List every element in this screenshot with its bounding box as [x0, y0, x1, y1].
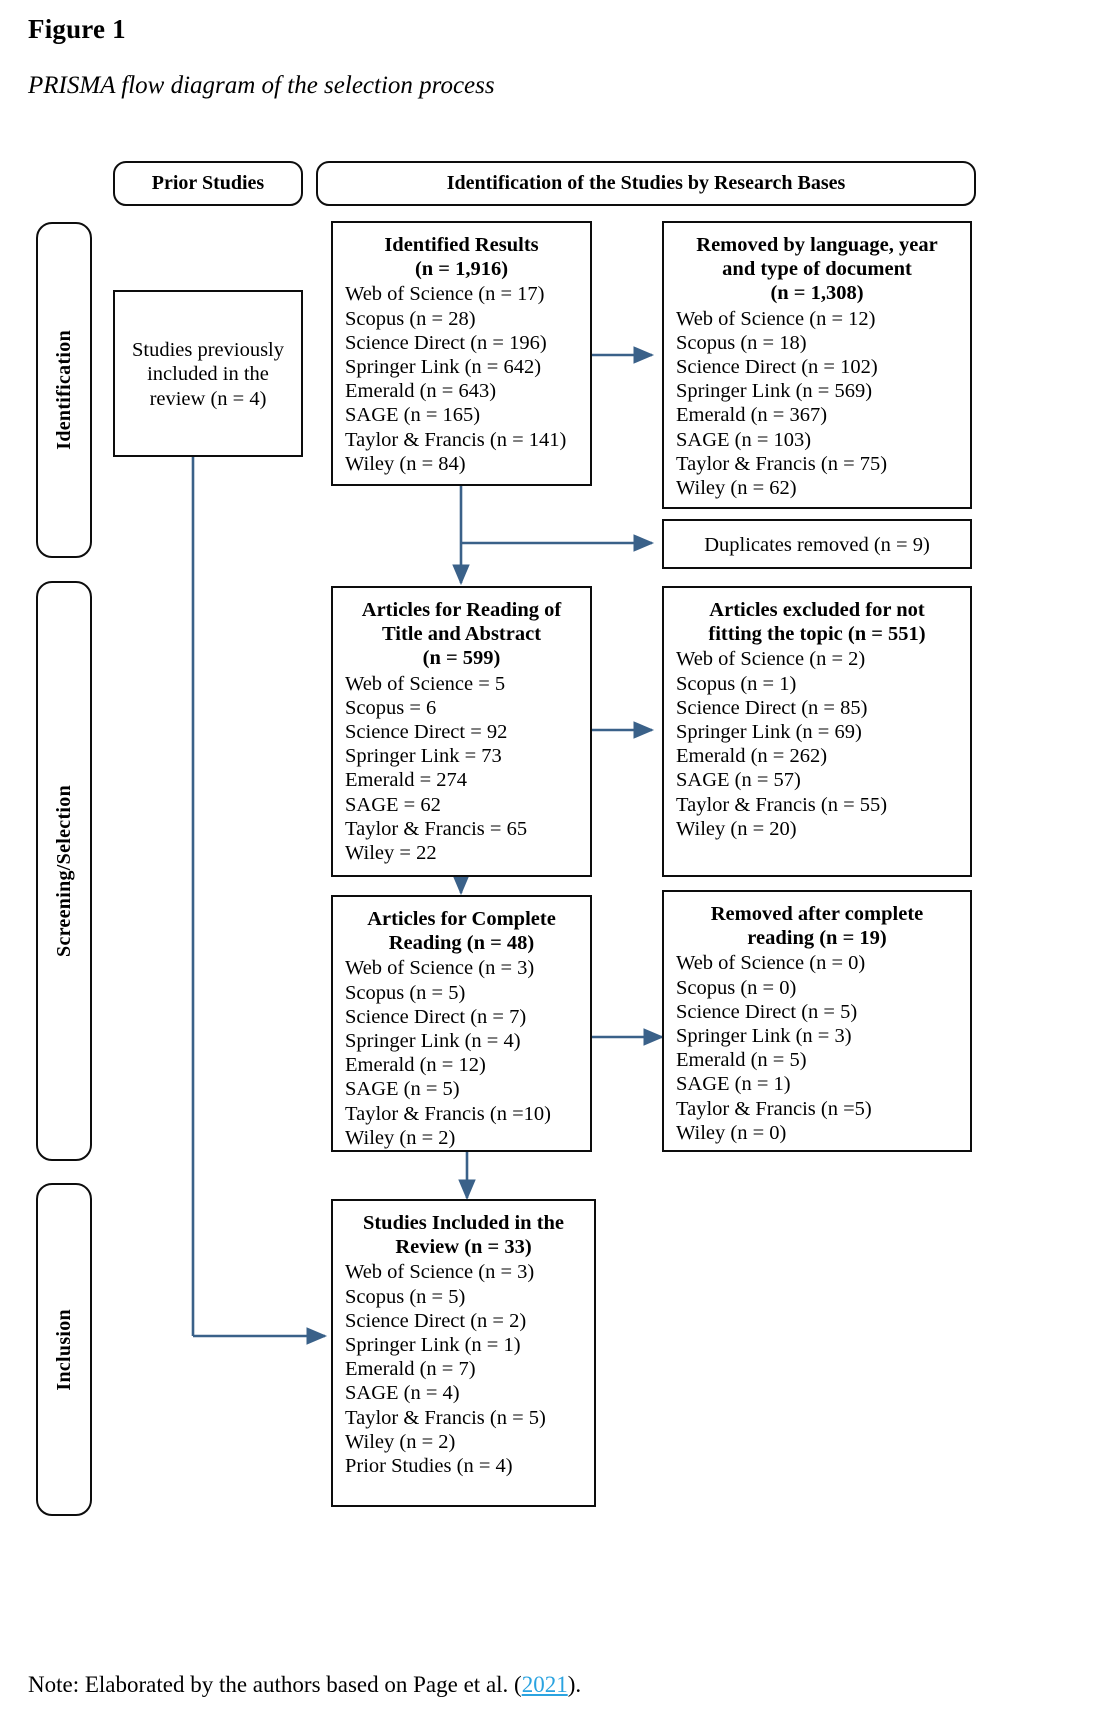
stage-inclusion-label: Inclusion	[52, 1308, 75, 1391]
stage-screening: Screening/Selection	[36, 581, 92, 1161]
list-item: Scopus = 6	[345, 696, 437, 719]
box-excluded-topic-title: Articles excluded for not fitting the to…	[708, 599, 926, 646]
list-item: Springer Link (n = 1)	[345, 1333, 521, 1356]
list-item: Prior Studies (n = 4)	[345, 1454, 513, 1477]
list-item: Taylor & Francis (n = 75)	[676, 452, 888, 475]
list-item: Scopus (n = 28)	[345, 307, 476, 330]
box-removed-language-list: Web of Science (n = 12) Scopus (n = 18) …	[676, 307, 958, 501]
list-item: Emerald = 274	[345, 769, 467, 792]
list-item: Taylor & Francis (n = 5)	[345, 1406, 546, 1429]
list-item: Wiley = 22	[345, 841, 437, 864]
stage-screening-label: Screening/Selection	[52, 785, 75, 957]
header-prior-studies-label: Prior Studies	[151, 172, 265, 194]
list-item: SAGE = 62	[345, 793, 441, 816]
box-removed-after-reading-title: Removed after complete reading (n = 19)	[710, 903, 924, 950]
list-item: Science Direct (n = 5)	[676, 1000, 858, 1023]
list-item: Web of Science (n = 0)	[676, 952, 866, 975]
list-item: Wiley (n = 2)	[345, 1126, 456, 1149]
box-articles-title-abstract-list: Web of Science = 5 Scopus = 6 Science Di…	[345, 672, 578, 866]
list-item: Scopus (n = 1)	[676, 672, 797, 695]
box-studies-included-list: Web of Science (n = 3) Scopus (n = 5) Sc…	[345, 1260, 582, 1478]
header-prior-studies: Prior Studies	[113, 161, 303, 206]
box-complete-reading-list: Web of Science (n = 3) Scopus (n = 5) Sc…	[345, 956, 578, 1150]
list-item: Springer Link (n = 569)	[676, 380, 873, 403]
list-item: Wiley (n = 20)	[676, 817, 797, 840]
list-item: Science Direct = 92	[345, 720, 508, 743]
list-item: Web of Science (n = 2)	[676, 648, 866, 671]
list-item: Web of Science (n = 3)	[345, 957, 535, 980]
figure-note-link[interactable]: 2021	[521, 1672, 568, 1697]
list-item: Taylor & Francis (n = 55)	[676, 793, 888, 816]
list-item: Scopus (n = 5)	[345, 981, 466, 1004]
list-item: Scopus (n = 5)	[345, 1285, 466, 1308]
figure-note-prefix: Note: Elaborated by the authors based on…	[28, 1672, 522, 1697]
box-duplicates-removed: Duplicates removed (n = 9)	[662, 519, 972, 569]
list-item: Emerald (n = 643)	[345, 380, 497, 403]
box-excluded-topic-list: Web of Science (n = 2) Scopus (n = 1) Sc…	[676, 647, 958, 841]
list-item: Science Direct (n = 102)	[676, 355, 878, 378]
list-item: SAGE (n = 103)	[676, 428, 812, 451]
list-item: Taylor & Francis = 65	[345, 817, 528, 840]
figure-note: Note: Elaborated by the authors based on…	[28, 1672, 581, 1698]
box-identified-results-list: Web of Science (n = 17) Scopus (n = 28) …	[345, 282, 578, 476]
list-item: Emerald (n = 5)	[676, 1049, 807, 1072]
list-item: Science Direct (n = 2)	[345, 1309, 527, 1332]
list-item: Web of Science (n = 12)	[676, 307, 876, 330]
header-identification-bases-label: Identification of the Studies by Researc…	[446, 172, 846, 194]
box-removed-language: Removed by language, year and type of do…	[662, 221, 972, 509]
box-removed-language-title: Removed by language, year and type of do…	[696, 234, 938, 305]
box-complete-reading-title: Articles for Complete Reading (n = 48)	[367, 908, 556, 955]
list-item: Scopus (n = 18)	[676, 331, 807, 354]
list-item: Emerald (n = 7)	[345, 1358, 476, 1381]
list-item: SAGE (n = 4)	[345, 1382, 460, 1405]
box-removed-after-reading: Removed after complete reading (n = 19) …	[662, 890, 972, 1152]
list-item: Science Direct (n = 196)	[345, 331, 547, 354]
list-item: Wiley (n = 0)	[676, 1121, 787, 1144]
list-item: Taylor & Francis (n =10)	[345, 1102, 551, 1125]
box-complete-reading: Articles for Complete Reading (n = 48) W…	[331, 895, 592, 1152]
list-item: SAGE (n = 5)	[345, 1078, 460, 1101]
box-duplicates-removed-text: Duplicates removed (n = 9)	[704, 533, 930, 556]
list-item: Science Direct (n = 85)	[676, 696, 868, 719]
box-identified-results-title: Identified Results (n = 1,916)	[384, 234, 539, 281]
list-item: Springer Link (n = 3)	[676, 1024, 852, 1047]
box-articles-title-abstract: Articles for Reading of Title and Abstra…	[331, 586, 592, 877]
box-articles-title-abstract-title: Articles for Reading of Title and Abstra…	[361, 599, 562, 670]
list-item: Science Direct (n = 7)	[345, 1005, 527, 1028]
figure-label: Figure 1	[28, 14, 126, 44]
list-item: SAGE (n = 1)	[676, 1073, 791, 1096]
box-identified-results: Identified Results (n = 1,916) Web of Sc…	[331, 221, 592, 486]
list-item: Emerald (n = 12)	[345, 1054, 486, 1077]
list-item: Springer Link = 73	[345, 745, 502, 768]
list-item: Wiley (n = 84)	[345, 452, 466, 475]
stage-identification-label: Identification	[52, 330, 75, 450]
box-removed-after-reading-list: Web of Science (n = 0) Scopus (n = 0) Sc…	[676, 951, 958, 1145]
list-item: Web of Science = 5	[345, 672, 506, 695]
figure-caption: PRISMA flow diagram of the selection pro…	[28, 72, 495, 99]
list-item: Emerald (n = 367)	[676, 404, 828, 427]
list-item: Web of Science (n = 3)	[345, 1261, 535, 1284]
box-excluded-topic: Articles excluded for not fitting the to…	[662, 586, 972, 877]
list-item: Springer Link (n = 642)	[345, 355, 542, 378]
list-item: Web of Science (n = 17)	[345, 283, 545, 306]
list-item: SAGE (n = 165)	[345, 404, 481, 427]
list-item: Springer Link (n = 4)	[345, 1029, 521, 1052]
box-studies-included: Studies Included in the Review (n = 33) …	[331, 1199, 596, 1507]
list-item: Taylor & Francis (n =5)	[676, 1097, 872, 1120]
stage-inclusion: Inclusion	[36, 1183, 92, 1516]
list-item: Wiley (n = 2)	[345, 1430, 456, 1453]
list-item: Wiley (n = 62)	[676, 476, 797, 499]
list-item: SAGE (n = 57)	[676, 769, 801, 792]
box-prior-studies-detail-text: Studies previously included in the revie…	[131, 338, 285, 410]
stage-identification: Identification	[36, 222, 92, 558]
figure-note-suffix: ).	[567, 1672, 582, 1697]
list-item: Taylor & Francis (n = 141)	[345, 428, 567, 451]
header-identification-bases: Identification of the Studies by Researc…	[316, 161, 976, 206]
list-item: Scopus (n = 0)	[676, 976, 797, 999]
list-item: Emerald (n = 262)	[676, 745, 828, 768]
list-item: Springer Link (n = 69)	[676, 720, 862, 743]
box-studies-included-title: Studies Included in the Review (n = 33)	[362, 1212, 565, 1259]
box-prior-studies-detail: Studies previously included in the revie…	[113, 290, 303, 457]
